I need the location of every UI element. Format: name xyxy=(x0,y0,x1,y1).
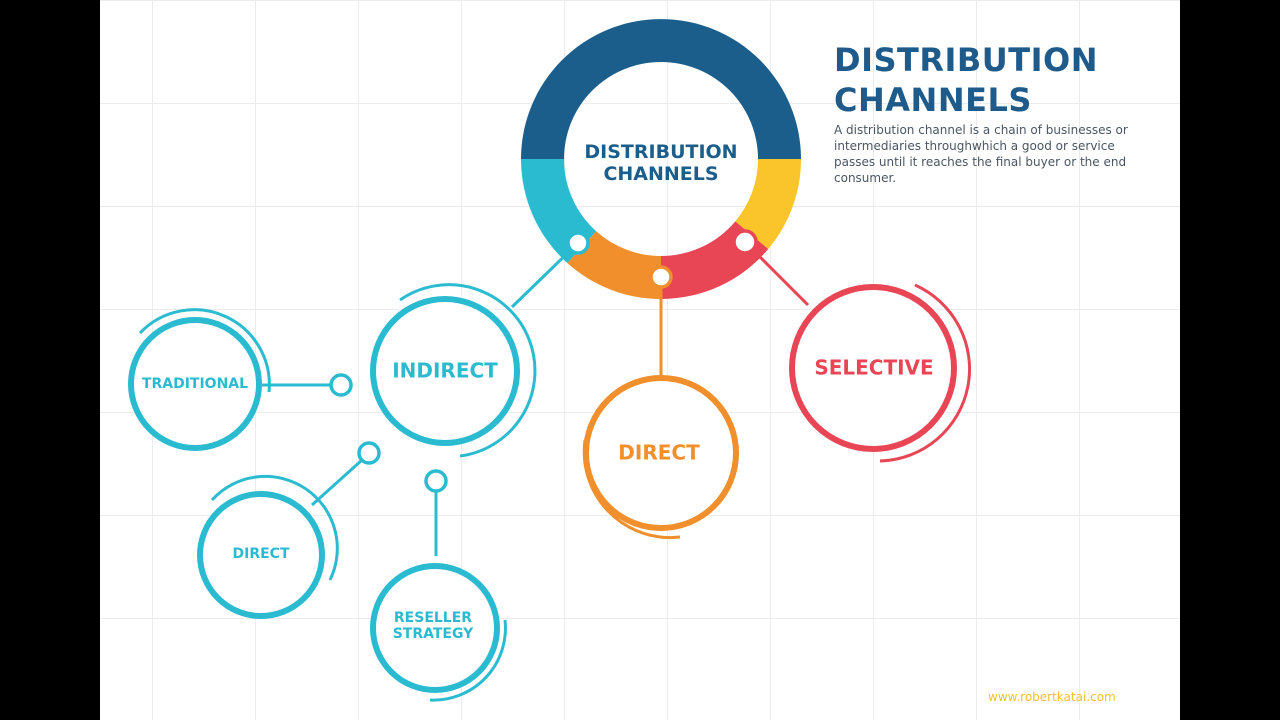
description: A distribution channel is a chain of bus… xyxy=(834,123,1128,185)
page-title: DISTRIBUTION CHANNELS xyxy=(834,41,1098,119)
center-label: DISTRIBUTION CHANNELS xyxy=(584,141,738,186)
ring-segment-orange xyxy=(567,231,661,299)
reseller-label: RESELLER STRATEGY xyxy=(393,610,474,642)
direct-sub-outer-arc xyxy=(210,474,339,581)
traditional-outer-arc xyxy=(138,308,271,393)
indirect-label: INDIRECT xyxy=(392,358,498,383)
indirect-circle[interactable] xyxy=(370,296,520,446)
direct-outer-arc xyxy=(582,439,681,540)
connector-indirect xyxy=(510,241,580,309)
direct-sub-label: DIRECT xyxy=(232,545,290,562)
selective-circle[interactable] xyxy=(789,284,957,452)
center-ring xyxy=(521,19,801,299)
reseller-dot xyxy=(424,469,448,493)
direct-label: DIRECT xyxy=(618,440,700,465)
direct-circle[interactable] xyxy=(583,375,739,531)
ring-segment-blue xyxy=(521,19,801,159)
selective-outer-arc xyxy=(879,283,972,463)
connector-direct-sub xyxy=(310,458,364,507)
direct-sub-dot xyxy=(357,441,381,465)
node-dot-cyan xyxy=(566,231,590,255)
center-label-line1: DISTRIBUTION xyxy=(584,141,738,164)
ring-segment-yellow xyxy=(735,159,801,249)
center-label-line2: CHANNELS xyxy=(603,163,719,185)
traditional-circle[interactable] xyxy=(128,317,262,451)
reseller-label-line1: RESELLER xyxy=(393,609,473,626)
footer-url[interactable]: www.robertkatai.com xyxy=(988,690,1116,704)
reseller-circle[interactable] xyxy=(370,563,500,693)
reseller-outer-arc xyxy=(429,619,507,702)
traditional-dot xyxy=(329,373,353,397)
connector-selective xyxy=(743,240,810,307)
indirect-outer-arc xyxy=(399,283,537,458)
selective-label: SELECTIVE xyxy=(814,355,934,380)
node-dot-orange xyxy=(649,265,673,289)
reseller-label-line2: STRATEGY xyxy=(392,626,474,642)
traditional-label: TRADITIONAL xyxy=(141,375,249,392)
node-dot-red xyxy=(732,229,758,255)
direct-sub-circle[interactable] xyxy=(197,491,325,619)
